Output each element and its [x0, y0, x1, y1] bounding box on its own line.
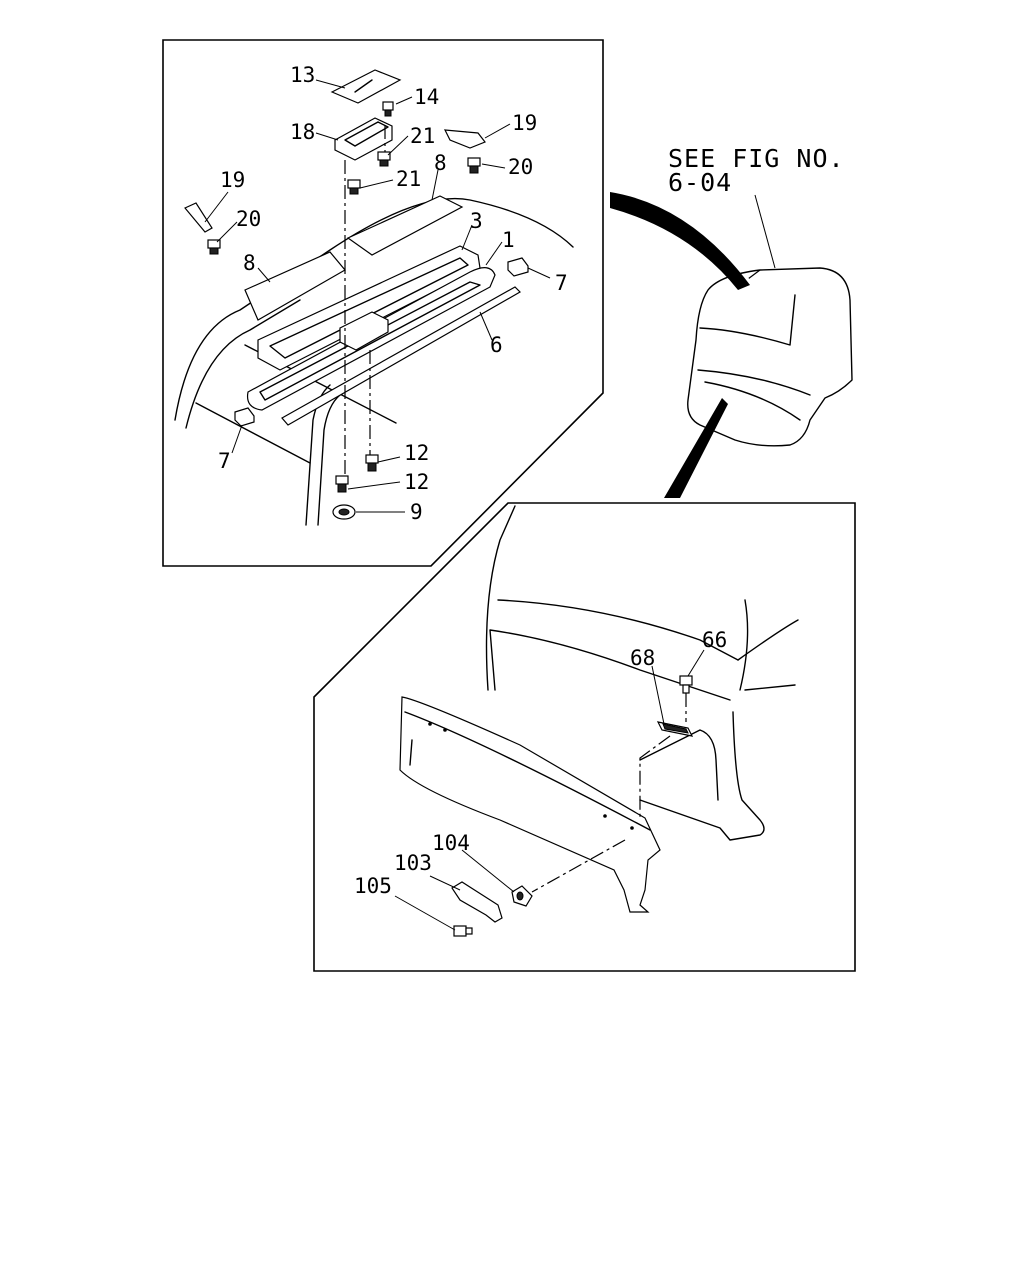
part-7-cap-left [234, 407, 255, 427]
callout-68: 68 [630, 646, 655, 670]
part-104-clip [511, 885, 533, 907]
part-18-bracket [334, 117, 393, 161]
callout-7-right: 7 [555, 271, 568, 295]
part-8-pad-right [346, 195, 464, 256]
top-panel-frame [162, 39, 604, 567]
part-20-nut-right [467, 157, 481, 174]
bottom-leaders [394, 649, 705, 931]
callout-8-right: 8 [434, 151, 447, 175]
callout-20-right: 20 [508, 155, 533, 179]
callout-18: 18 [290, 120, 315, 144]
cab-silhouette [687, 267, 853, 447]
callout-7-left: 7 [218, 449, 231, 473]
part-66-bolt [679, 675, 693, 694]
callout-66: 66 [702, 628, 727, 652]
callout-8-left: 8 [243, 251, 256, 275]
part-3-frame-inner [269, 257, 469, 359]
callout-19-right: 19 [512, 111, 537, 135]
front-grille-panel [399, 696, 661, 913]
pointer-wedge-bottom [664, 398, 728, 498]
bottom-panel-frame [313, 502, 856, 972]
center-mount [339, 311, 389, 351]
part-105-bolt [453, 925, 473, 937]
callout-3: 3 [470, 209, 483, 233]
reference-cab: SEE FIG NO. 6-04 [610, 144, 853, 498]
bottom-detail-panel: 68 66 104 103 105 [313, 502, 856, 972]
callout-103: 103 [394, 851, 432, 875]
part-9-washer [332, 504, 356, 520]
see-fig-number: 6-04 [668, 168, 732, 197]
callout-13: 13 [290, 63, 315, 87]
part-12-bolt-left [335, 475, 349, 493]
callout-6: 6 [490, 333, 503, 357]
callout-21-upper: 21 [410, 124, 435, 148]
top-detail-panel: 13 14 18 21 21 19 20 19 20 8 8 3 1 7 6 7… [162, 39, 604, 567]
cab-roof-outline [174, 197, 574, 421]
top-leaders [204, 79, 551, 513]
part-6-strip [281, 286, 521, 426]
cab-front-outline [485, 505, 516, 691]
part-14-bolt [382, 101, 394, 117]
callout-12-left: 12 [404, 470, 429, 494]
part-1-seal-inner [259, 281, 481, 401]
callout-1: 1 [502, 228, 515, 252]
hood-alignment-line [639, 735, 671, 820]
part-19-clip-right [443, 129, 486, 149]
callout-14: 14 [414, 85, 439, 109]
part-19-clip-left [184, 202, 213, 233]
part-21-nut-upper [377, 151, 391, 167]
callout-20-left: 20 [236, 207, 261, 231]
part-13-plate [330, 69, 402, 104]
cab-pillar-inner [317, 394, 341, 526]
cab-roof-inner-outline [185, 299, 301, 429]
part-7-cap-right [507, 257, 529, 277]
cab-roof-inner-edge [195, 402, 311, 464]
see-fig-label: SEE FIG NO. [668, 144, 845, 173]
pointer-wedge-top [610, 192, 750, 290]
callout-19-left: 19 [220, 168, 245, 192]
callout-12-right: 12 [404, 441, 429, 465]
callout-9: 9 [410, 500, 423, 524]
part-21-nut-lower [347, 179, 361, 195]
callout-105: 105 [354, 874, 392, 898]
part-103-bracket [451, 881, 503, 923]
callout-104: 104 [432, 831, 470, 855]
part-20-nut-left [207, 239, 221, 255]
part-12-bolt-right [365, 454, 379, 472]
callout-21-lower: 21 [396, 167, 421, 191]
